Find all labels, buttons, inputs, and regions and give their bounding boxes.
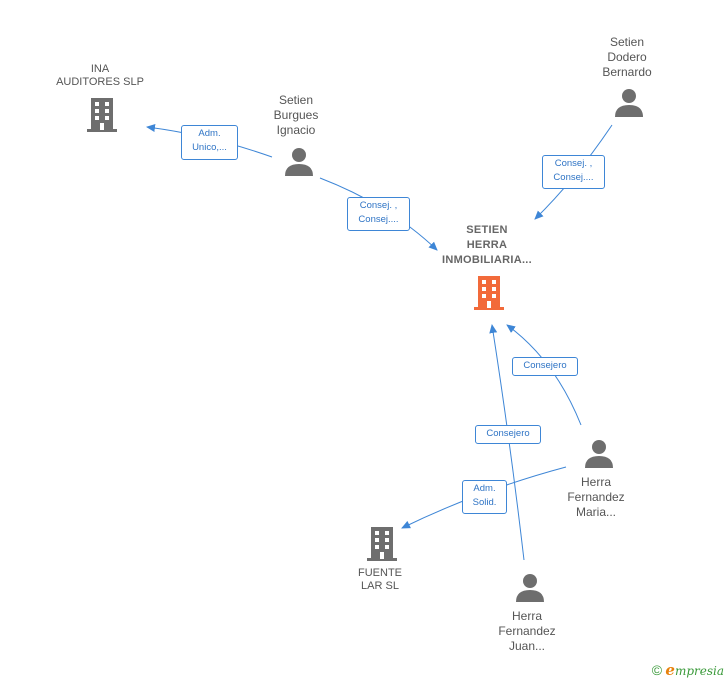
edge-label-maria-herra[interactable]: Consejero [512,357,578,376]
person-icon [285,148,313,176]
node-setien-burgues[interactable]: Setien Burgues Ignacio [273,93,319,137]
building-icon [367,527,397,561]
person-icon [516,574,544,602]
building-icon [87,98,117,132]
edge-label-juan-herra[interactable]: Consejero [475,425,541,444]
building-icon [474,276,504,310]
edge-label-burgues-herra[interactable]: Consej. , Consej.... [347,197,410,231]
person-icon [615,89,643,117]
node-fuente-lar[interactable]: FUENTE LAR SL [358,567,402,592]
node-herra-juan[interactable]: Herra Fernandez Juan... [498,609,556,653]
node-setien-dodero[interactable]: Setien Dodero Bernardo [602,35,652,79]
node-herra-maria[interactable]: Herra Fernandez Maria... [567,475,625,519]
edge-label-burgues-ina[interactable]: Adm. Unico,... [181,125,238,160]
person-icon [585,440,613,468]
brand-logo[interactable]: empresia [665,661,724,679]
copyright-footer: © empresia [652,661,724,679]
edge-label-dodero-herra[interactable]: Consej. , Consej.... [542,155,605,189]
copyright-icon: © [651,662,663,678]
edge-label-maria-fuente[interactable]: Adm. Solid. [462,480,507,514]
node-setien-herra[interactable]: SETIEN HERRA INMOBILIARIA... [441,224,533,266]
node-ina-auditores[interactable]: INA AUDITORES SLP [56,63,144,88]
